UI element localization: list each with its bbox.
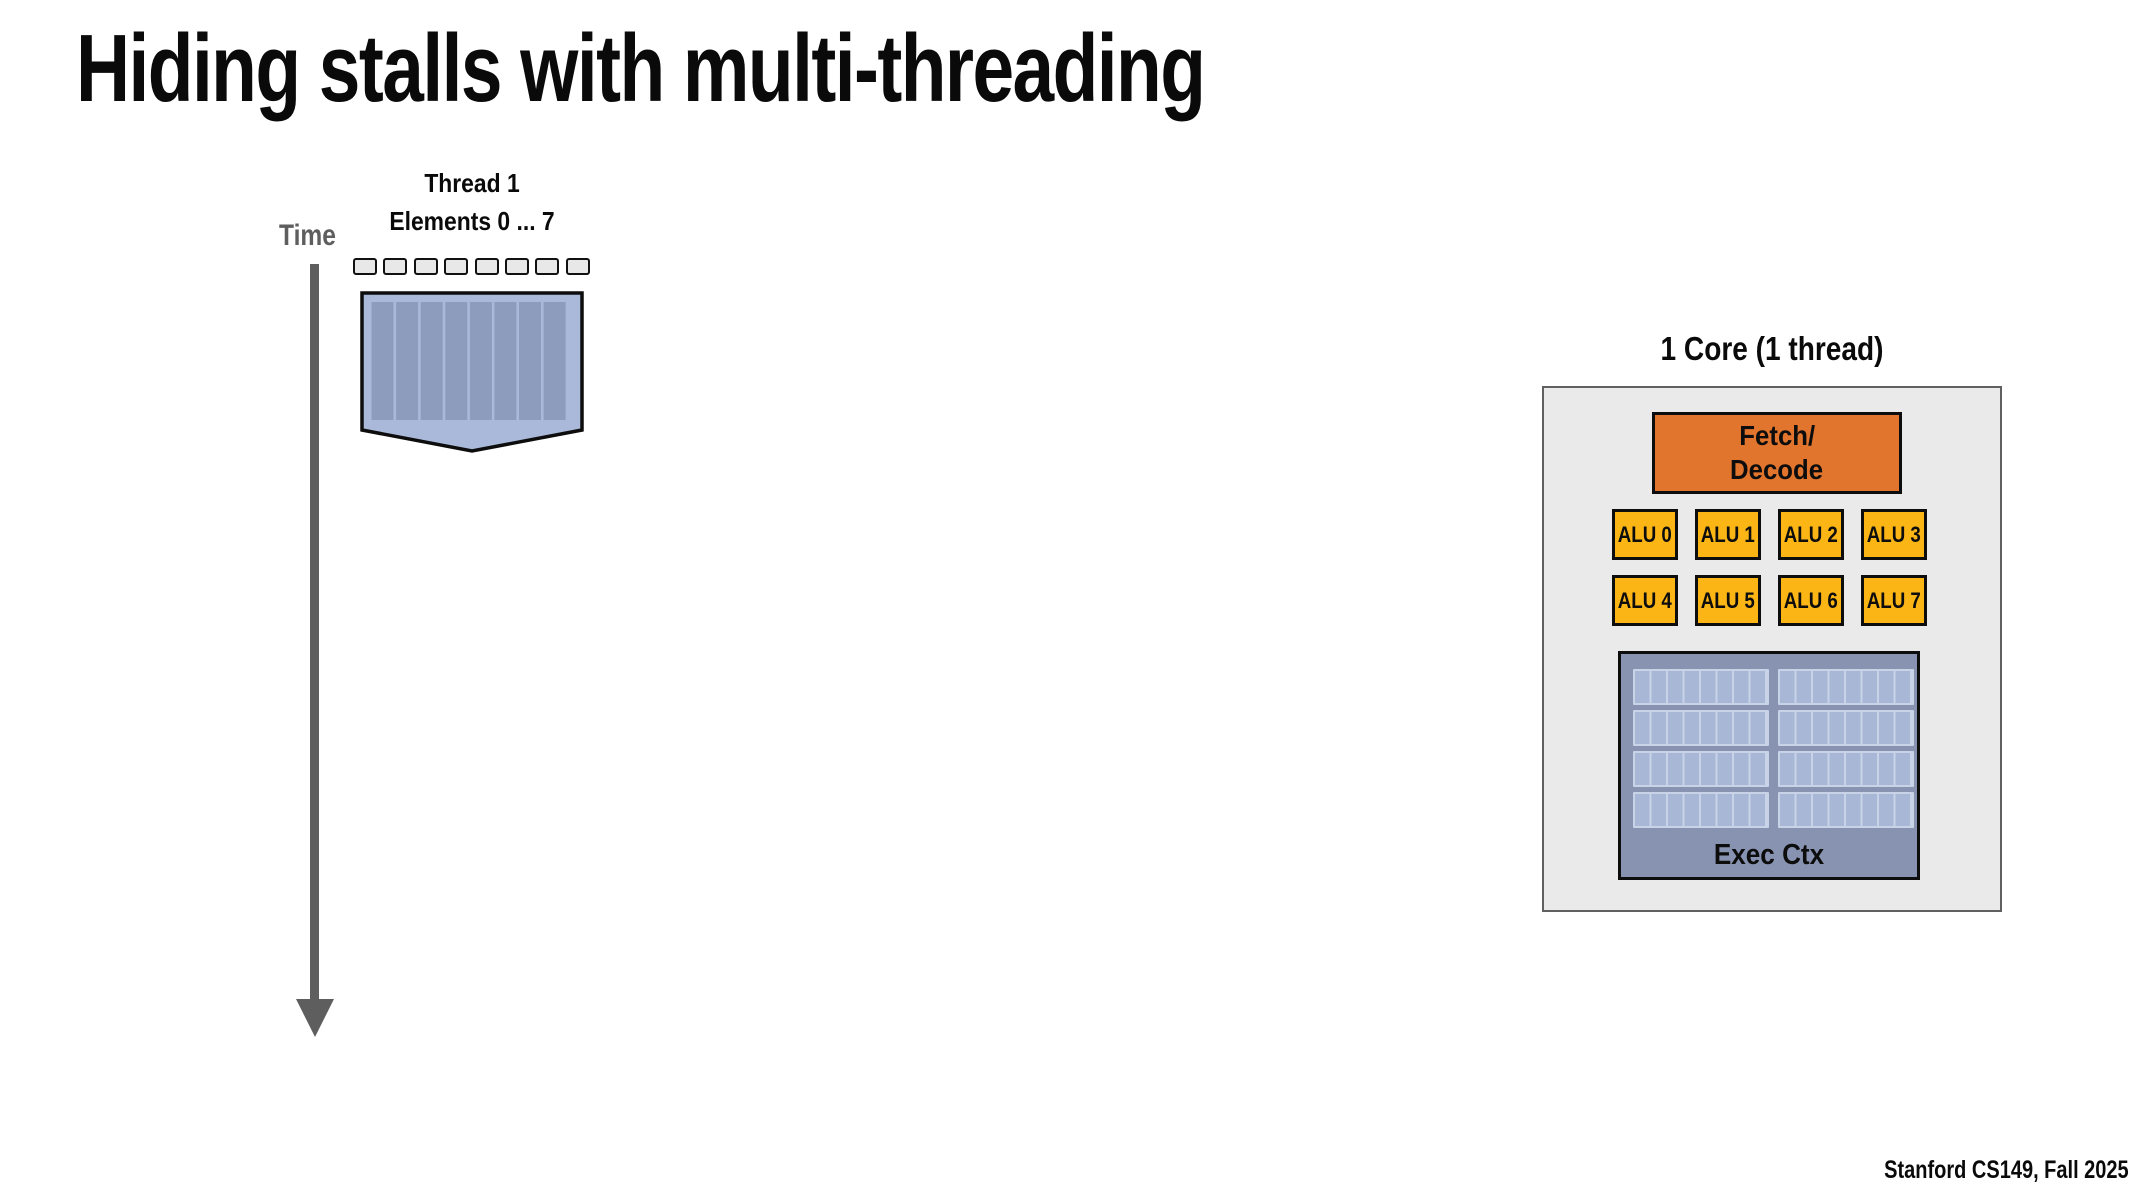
- alu-label: ALU 2: [1783, 521, 1839, 547]
- alu-unit: ALU 2: [1778, 509, 1844, 560]
- element-box: [383, 258, 408, 275]
- alu-label: ALU 6: [1783, 587, 1839, 613]
- context-block: [1778, 751, 1914, 787]
- element-box: [565, 258, 590, 275]
- alu-grid: ALU 0 ALU 1 ALU 2 ALU 3 ALU 4 ALU 5 ALU …: [1612, 509, 1927, 626]
- work-block-stripes: [371, 302, 566, 420]
- element-box: [353, 258, 377, 275]
- context-block: [1633, 669, 1769, 705]
- context-block: [1778, 792, 1914, 828]
- time-arrow-head-icon: [296, 999, 334, 1037]
- thread-heading: Thread 1 Elements 0 ... 7: [349, 164, 595, 240]
- alu-label: ALU 5: [1700, 587, 1756, 613]
- exec-ctx-label: Exec Ctx: [1713, 839, 1825, 871]
- element-box: [474, 258, 499, 275]
- element-box-row: [353, 258, 590, 275]
- thread-work-block: [360, 291, 584, 453]
- context-block: [1778, 710, 1914, 746]
- fetch-decode-line1: Fetch/: [1739, 420, 1815, 451]
- footer-credit: Stanford CS149, Fall 2025: [1884, 1156, 2129, 1184]
- alu-label: ALU 4: [1617, 587, 1673, 613]
- exec-ctx-box: Exec Ctx: [1618, 651, 1920, 880]
- context-block: [1633, 792, 1769, 828]
- fetch-decode-line2: Decode: [1730, 454, 1824, 485]
- alu-label: ALU 7: [1866, 587, 1922, 613]
- thread-label: Thread 1: [424, 168, 520, 198]
- element-box: [413, 258, 438, 275]
- alu-unit: ALU 1: [1695, 509, 1761, 560]
- time-label: Time: [279, 219, 336, 252]
- alu-unit: ALU 5: [1695, 575, 1761, 626]
- alu-label: ALU 0: [1617, 521, 1673, 547]
- time-arrow-line: [310, 264, 319, 1001]
- core-title: 1 Core (1 thread): [1660, 330, 1884, 367]
- core-box: Fetch/ Decode ALU 0 ALU 1 ALU 2 ALU 3 AL…: [1542, 386, 2002, 912]
- context-block: [1778, 669, 1914, 705]
- alu-label: ALU 1: [1700, 521, 1756, 547]
- alu-unit: ALU 6: [1778, 575, 1844, 626]
- context-block: [1633, 751, 1769, 787]
- context-block-grid: [1633, 669, 1914, 828]
- alu-label: ALU 3: [1866, 521, 1922, 547]
- elements-label: Elements 0 ... 7: [389, 206, 555, 236]
- element-box: [444, 258, 469, 275]
- fetch-decode-unit: Fetch/ Decode: [1652, 412, 1902, 494]
- element-box: [535, 258, 560, 275]
- element-box: [504, 258, 529, 275]
- alu-unit: ALU 4: [1612, 575, 1678, 626]
- alu-unit: ALU 0: [1612, 509, 1678, 560]
- alu-unit: ALU 7: [1861, 575, 1927, 626]
- alu-unit: ALU 3: [1861, 509, 1927, 560]
- context-block: [1633, 710, 1769, 746]
- slide-title: Hiding stalls with multi-threading: [76, 15, 1206, 122]
